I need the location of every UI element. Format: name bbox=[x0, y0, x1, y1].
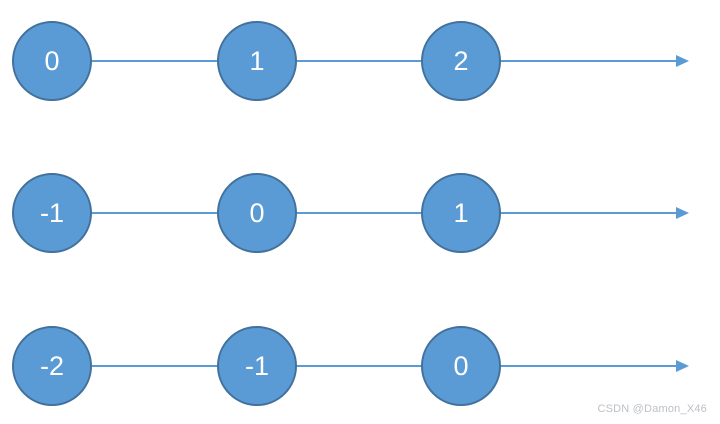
node-circle: 0 bbox=[12, 21, 92, 101]
node-label: 0 bbox=[44, 45, 60, 76]
arrow-head-icon bbox=[676, 55, 689, 67]
arrow-line bbox=[52, 60, 677, 62]
watermark-text: CSDN @Damon_X46 bbox=[597, 403, 707, 415]
node-circle: 1 bbox=[217, 21, 297, 101]
node-circle: -2 bbox=[12, 326, 92, 406]
node-circle: 2 bbox=[421, 21, 501, 101]
node-circle: 0 bbox=[217, 173, 297, 253]
node-label: 0 bbox=[453, 350, 469, 381]
node-label: 1 bbox=[249, 45, 265, 76]
node-circle: -1 bbox=[12, 173, 92, 253]
arrow-line bbox=[52, 365, 677, 367]
node-label: 1 bbox=[453, 197, 469, 228]
node-label: 0 bbox=[249, 197, 265, 228]
node-circle: -1 bbox=[217, 326, 297, 406]
node-label: -2 bbox=[39, 350, 64, 381]
arrow-line bbox=[52, 212, 677, 214]
node-label: -1 bbox=[244, 350, 269, 381]
node-circle: 1 bbox=[421, 173, 501, 253]
node-label: 2 bbox=[453, 45, 469, 76]
node-circle: 0 bbox=[421, 326, 501, 406]
arrow-head-icon bbox=[676, 360, 689, 372]
arrow-head-icon bbox=[676, 207, 689, 219]
node-label: -1 bbox=[39, 197, 64, 228]
